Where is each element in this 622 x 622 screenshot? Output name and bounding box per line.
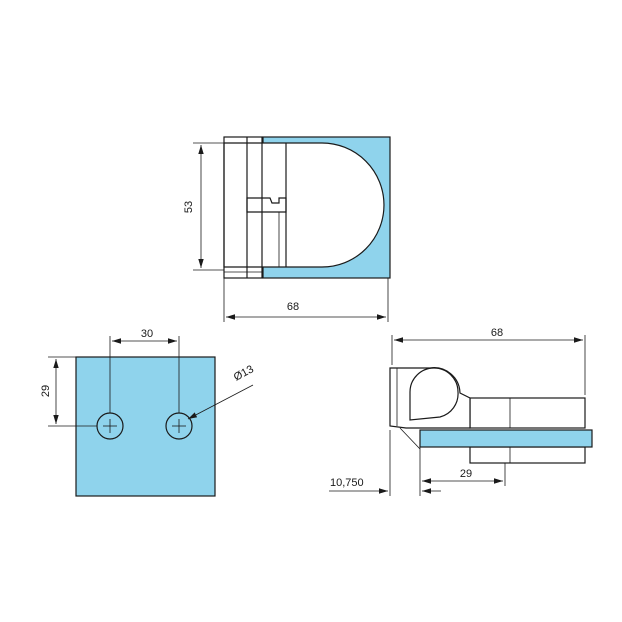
top-view-screw-slot [246,197,287,213]
plate-view-spacing-label: 30 [141,328,153,340]
side-view: 68 10,750 29 [329,327,593,496]
plate-view-diameter-leader [187,384,254,420]
side-view-knuckle [409,367,459,421]
plate-view: 30 29 Ø13 [40,328,256,497]
top-view-width-label: 68 [287,301,299,313]
side-view-lower-block [469,446,586,464]
side-view-depth-label: 29 [460,468,472,480]
side-view-glass-panel [419,429,593,448]
top-view: 53 68 [183,136,391,322]
side-view-offset-label: 10,750 [330,477,364,489]
top-view-height-label: 53 [183,201,195,213]
plate-view-diameter-label: Ø13 [232,363,256,383]
side-view-length-label: 68 [491,327,503,339]
top-view-clamp-body [223,142,385,268]
side-view-hinge-line [399,427,421,450]
top-view-mount-plate [223,136,263,279]
plate-view-offset-label: 29 [40,385,52,397]
side-view-upper-block [469,397,586,429]
